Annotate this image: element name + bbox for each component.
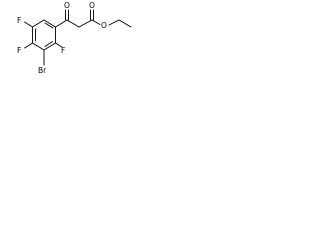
- molecule-structure: O O O F F Br F: [17, 1, 132, 75]
- atom-f-top: F: [17, 16, 21, 25]
- atom-o-ester: O: [101, 21, 107, 30]
- ring-bond: [32, 42, 45, 51]
- bond-ring-f-top: [24, 21, 33, 28]
- ring-double-bond: [44, 41, 53, 47]
- bond-o-ch2: [108, 19, 120, 26]
- bond-ch2-ch3: [118, 19, 132, 28]
- bond-ester-c-o: [91, 19, 101, 25]
- ring-bond: [43, 42, 56, 51]
- bond-ring-f-left: [24, 42, 33, 49]
- atom-f-left: F: [17, 46, 21, 55]
- atom-f-right: F: [61, 46, 65, 55]
- bond-ch2-ester-c: [78, 19, 93, 28]
- benzene-ring: [32, 19, 56, 51]
- atom-o-ketone: O: [64, 1, 70, 10]
- atom-o-ester-carbonyl: O: [89, 1, 95, 10]
- ring-double-bond: [44, 22, 54, 29]
- bond-ring-carbonyl: [55, 19, 68, 28]
- ring-bond: [32, 19, 45, 28]
- ring-bond: [43, 19, 56, 28]
- bond-ring-f-right: [55, 42, 63, 48]
- bond-carbonyl-ch2: [66, 19, 80, 28]
- atom-br: Br: [38, 66, 47, 75]
